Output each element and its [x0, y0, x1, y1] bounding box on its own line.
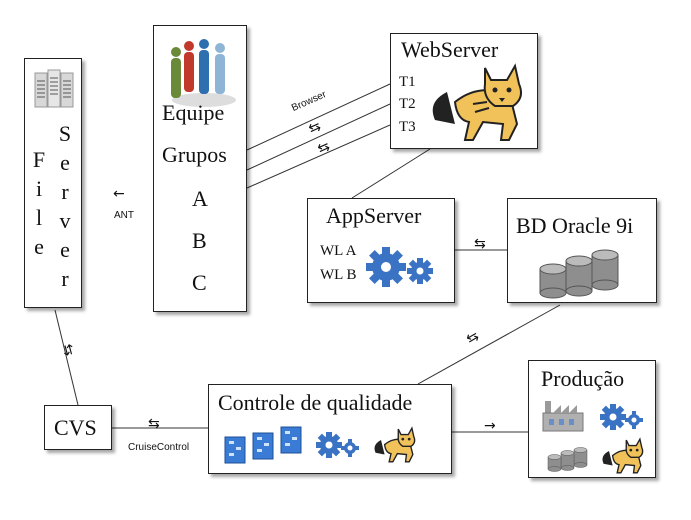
people-icon	[171, 39, 236, 107]
production-tomcat-icon	[602, 437, 644, 474]
appserver-box: AppServer WL A WL B	[307, 198, 455, 303]
group-c: C	[192, 270, 207, 295]
quality-tomcat-icon	[374, 426, 416, 463]
appserver-title: AppServer	[326, 203, 422, 228]
production-db-icon	[547, 447, 588, 472]
browser-line-t1	[246, 83, 391, 151]
appserver-item-wlb: WL B	[320, 267, 357, 283]
groups-title: Grupos	[162, 142, 227, 167]
production-title: Produção	[541, 366, 625, 391]
group-b: B	[192, 228, 207, 253]
webserver-title: WebServer	[401, 37, 499, 62]
cvs-box: CVS	[44, 405, 112, 450]
thread-t1: T1	[399, 74, 416, 90]
browser-line-t2	[246, 103, 391, 171]
factory-icon	[542, 401, 584, 432]
fileserver-cvs-line	[54, 309, 79, 406]
appserver-item-wla: WL A	[320, 243, 357, 259]
webserver-appserver-line	[351, 148, 431, 199]
group-a: A	[192, 186, 208, 211]
webserver-box: WebServer T1 T2 T3	[390, 33, 538, 149]
file-server-icon	[34, 69, 74, 108]
db-quality-line	[417, 304, 561, 385]
cvs-title: CVS	[54, 415, 97, 440]
team-box: Equipe Grupos A B C	[153, 25, 247, 312]
quality-box: Controle de qualidade	[208, 384, 452, 474]
quality-title: Controle de qualidade	[218, 390, 413, 415]
ant-arrow: ←	[113, 186, 125, 202]
cruisecontrol-edge-label: CruiseControl	[128, 442, 190, 453]
gears-icon	[366, 247, 433, 287]
team-title: Equipe	[162, 100, 225, 125]
database-icon	[539, 249, 619, 299]
database-title: BD Oracle 9i	[516, 213, 634, 238]
cvs-quality-swap-arrow: ⇆	[148, 416, 160, 432]
tomcat-icon	[432, 63, 522, 141]
quality-production-arrow: →	[484, 418, 496, 434]
browser-line-t3	[246, 124, 391, 189]
quality-gears-icon	[316, 432, 359, 458]
thread-t2: T2	[399, 96, 416, 112]
ant-edge-label: ANT	[114, 210, 134, 221]
appserver-db-swap-arrow: ⇆	[474, 236, 486, 252]
production-box: Produção	[528, 360, 656, 478]
database-box: BD Oracle 9i	[507, 198, 657, 303]
build-servers-icon	[224, 426, 302, 464]
thread-t3: T3	[399, 119, 416, 135]
production-gears-icon	[600, 404, 643, 430]
